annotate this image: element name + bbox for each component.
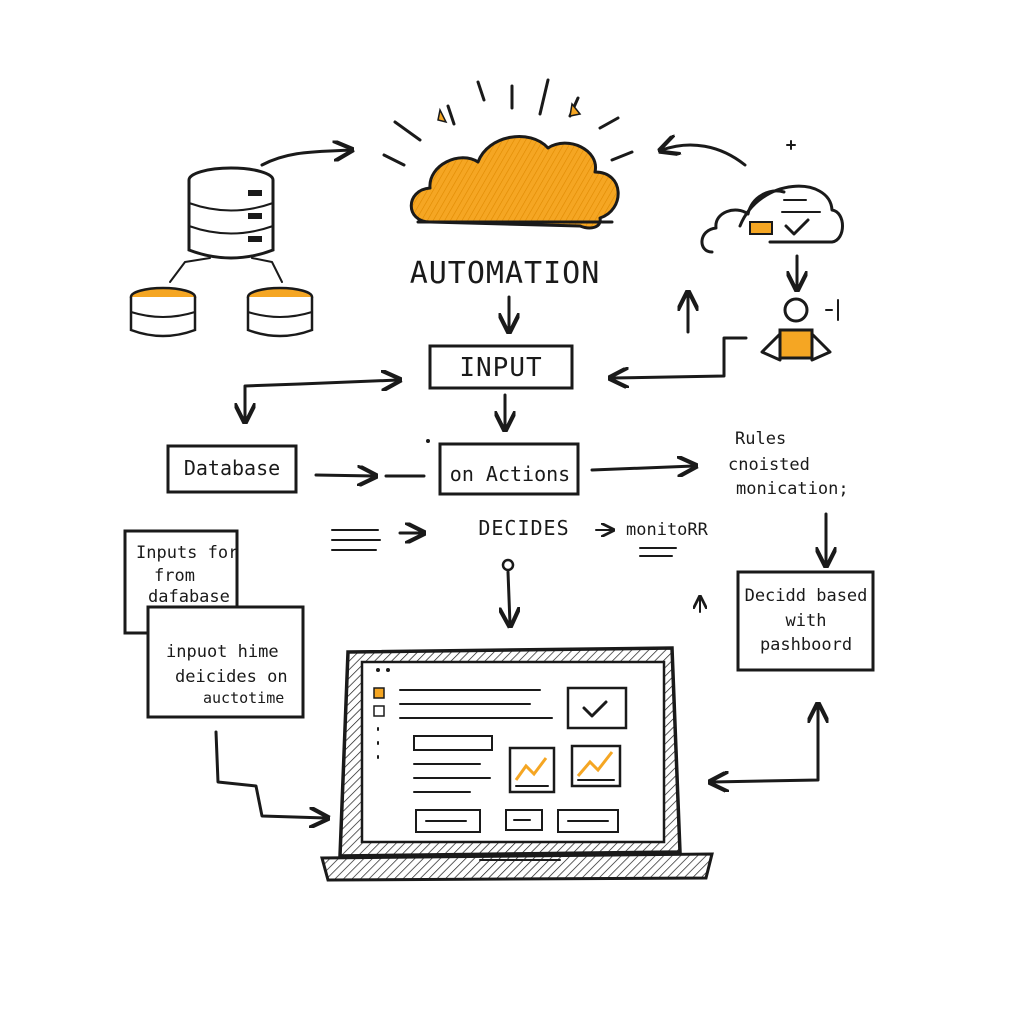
arrow-decides-to-laptop: [508, 570, 510, 624]
decided-line-2: with: [786, 611, 827, 631]
rules-line-3: monication;: [736, 479, 849, 499]
input-time-line-3: auctotime: [203, 689, 284, 707]
database-label: Database: [184, 456, 280, 480]
decided-line-3: pashboord: [760, 635, 852, 655]
inputs-for-line-3: dafabase: [148, 587, 230, 607]
cloud-icon: [382, 78, 634, 230]
automation-title: AUTOMATION: [410, 256, 601, 291]
inputs-for-line-1: Inputs for: [136, 543, 238, 563]
input-box: [428, 344, 574, 390]
arrow-person-to-input: [612, 336, 748, 378]
laptop-dashboard-icon: [320, 646, 714, 882]
cloud-checklist-icon: [700, 140, 844, 254]
rules-line-2: cnoisted: [728, 455, 810, 475]
arrow-right-cloud-to-cloud: [662, 145, 747, 167]
person-icon: [760, 297, 839, 362]
arrow-to-database: [245, 382, 302, 420]
arrow-db-to-cloud: [260, 150, 350, 167]
monitor-label: monitoRR: [626, 520, 709, 540]
decided-line-1: Decidd based: [745, 586, 868, 606]
input-label: INPUT: [459, 353, 542, 383]
arrow-laptop-to-decided: [712, 706, 818, 782]
decides-label: DECIDES: [478, 516, 569, 540]
database-box: [166, 444, 298, 494]
inputs-for-line-2: from: [154, 566, 195, 586]
input-time-box: [146, 605, 305, 719]
input-time-line-2: deicides on: [175, 667, 288, 687]
arrow-actions-to-rules: [590, 466, 694, 470]
arrow-input-left: [298, 380, 398, 384]
arrow-database-to-actions: [314, 475, 374, 476]
database-icon: [129, 166, 314, 338]
input-time-line-1: inpuot hime: [166, 642, 279, 662]
on-actions-box: [438, 442, 580, 496]
lines-glyph: [331, 529, 381, 551]
on-actions-label: on Actions: [450, 462, 570, 486]
rules-line-1: Rules: [735, 429, 786, 449]
arrow-input-time-to-laptop: [214, 730, 326, 818]
decided-box: [736, 570, 875, 672]
